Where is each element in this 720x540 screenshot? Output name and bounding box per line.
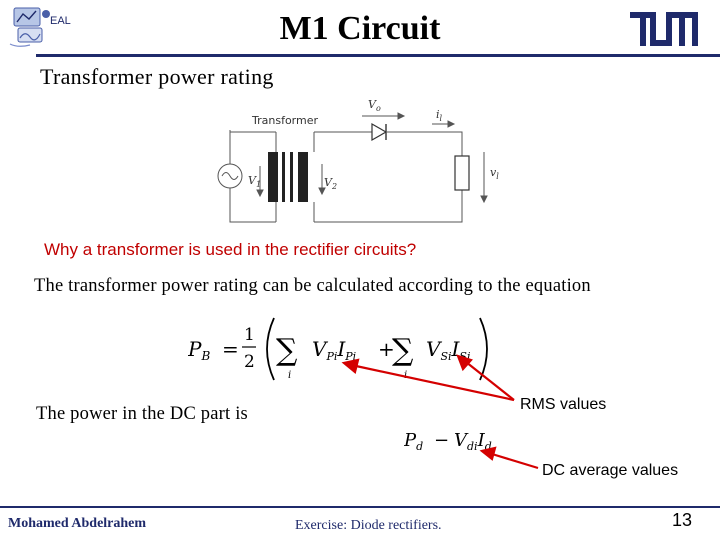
load-resistor-icon: [454, 155, 470, 191]
page-number: 13: [672, 510, 693, 530]
formula-sum-1: ∑: [276, 333, 298, 368]
vl-label: vl: [490, 166, 499, 181]
eal-logo-text: EAL: [50, 15, 71, 27]
eal-logo: EAL: [9, 7, 71, 47]
dc-average-values-label: DC average values: [542, 462, 679, 479]
formula-frac-num: 1: [244, 325, 255, 345]
rectifier-circuit-diagram: Transformer V1 V2 Vo il vl: [217, 98, 499, 223]
dc-line: The power in the DC part is: [36, 404, 248, 424]
tum-logo: [630, 12, 698, 46]
section-heading: Transformer power rating: [40, 64, 274, 89]
formula-left-paren: [266, 317, 275, 381]
dc-formula-op: −: [434, 430, 449, 451]
diode-icon: [362, 122, 400, 142]
formula-equals: =: [222, 337, 239, 361]
transformer-label: Transformer: [251, 114, 318, 127]
rms-values-label: RMS values: [520, 396, 607, 413]
dc-formula-rhs: VdiId: [454, 430, 492, 453]
formula-plus: +: [378, 337, 395, 361]
formula-term1: VPiIPi: [312, 337, 356, 363]
ac-source-icon: [217, 163, 243, 189]
dc-formula-lhs: Pd: [404, 430, 423, 453]
footer-divider: [0, 506, 720, 508]
slide-title: M1 Circuit: [279, 10, 441, 47]
transformer-icon: [268, 152, 308, 202]
intro-line: The transformer power rating can be calc…: [34, 276, 591, 296]
formula-frac-den: 2: [244, 352, 255, 372]
formula-sum-2: ∑: [392, 333, 414, 368]
question-text: Why a transformer is used in the rectifi…: [44, 240, 417, 259]
dc-power-formula: Pd − VdiId: [404, 430, 492, 453]
formula-term2: VSiISi: [426, 337, 470, 363]
formula-sum-1-index: i: [288, 370, 291, 381]
formula-right-paren: [479, 317, 488, 381]
il-label: il: [436, 108, 443, 123]
v1-label: V1: [248, 174, 261, 189]
footer-topic: Exercise: Diode rectifiers.: [295, 518, 442, 533]
vo-label: Vo: [368, 98, 381, 113]
title-divider: [36, 54, 720, 57]
power-rating-formula: PB = 1 2 ∑ i VPiIPi + ∑ i VSiISi: [188, 317, 488, 381]
formula-sum-2-index: i: [404, 370, 407, 381]
v2-label: V2: [324, 176, 337, 191]
formula-lhs: PB: [188, 337, 210, 363]
footer-author: Mohamed Abdelrahem: [8, 516, 147, 531]
